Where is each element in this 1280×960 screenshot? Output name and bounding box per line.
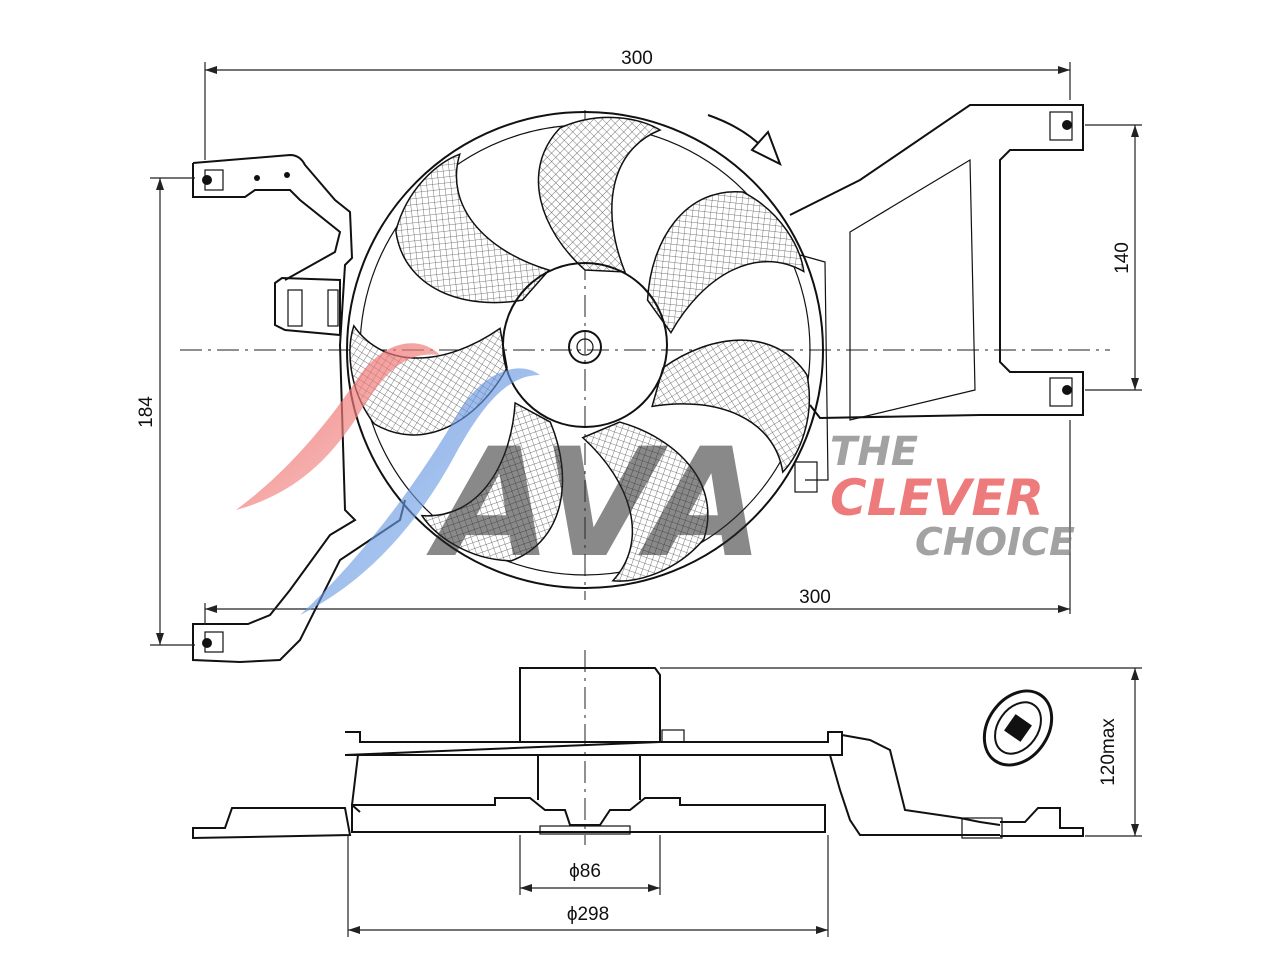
fan-blade xyxy=(537,116,662,273)
fan-blades xyxy=(349,116,811,582)
watermark-brand: AVA xyxy=(426,417,764,591)
shroud-top-rail xyxy=(344,731,843,756)
watermark-line1: THE xyxy=(830,429,918,475)
motor-housing xyxy=(519,667,661,743)
mount-hole-top-left xyxy=(202,175,212,185)
dim-fan-diameter: ϕ298 xyxy=(567,904,609,925)
dim-depth: 120max xyxy=(1098,718,1119,786)
rotation-arrowhead xyxy=(750,130,782,167)
fan-blade xyxy=(646,191,805,335)
fan-blade xyxy=(581,421,709,582)
fan-blade xyxy=(651,339,811,474)
dim-left-height: 184 xyxy=(136,396,157,428)
hub-nut xyxy=(568,330,602,364)
fan-blade xyxy=(395,152,551,304)
mount-hole-bottom-left xyxy=(202,638,212,648)
shroud-body xyxy=(350,754,1000,836)
fan-hub xyxy=(502,262,668,428)
dimension-lines xyxy=(150,62,1142,937)
brand-watermark: AVA THE CLEVER CHOICE xyxy=(236,343,1075,615)
left-lower-bracket xyxy=(192,344,406,664)
dimension-labels: 300 300 184 140 120max ϕ86 ϕ298 xyxy=(136,48,1133,925)
front-view xyxy=(180,104,1110,664)
left-foot xyxy=(192,807,352,840)
left-upper-bracket xyxy=(192,153,354,346)
right-bracket xyxy=(789,104,1084,420)
side-view xyxy=(192,650,1084,845)
fan-base-plate xyxy=(351,797,826,833)
watermark-line2: CLEVER xyxy=(830,469,1044,527)
connector xyxy=(982,689,1054,767)
mount-hole-top-right xyxy=(1062,120,1072,130)
dim-bottom-width: 300 xyxy=(799,587,831,608)
dim-hub-diameter: ϕ86 xyxy=(569,861,601,882)
fan-shroud-outer xyxy=(346,111,824,589)
mount-hole-bottom-right xyxy=(1062,385,1072,395)
dim-right-height: 140 xyxy=(1112,242,1133,274)
watermark-line3: CHOICE xyxy=(915,520,1075,564)
left-clip xyxy=(274,276,341,337)
fan-blade xyxy=(420,401,564,562)
dim-top-width: 300 xyxy=(621,48,653,69)
